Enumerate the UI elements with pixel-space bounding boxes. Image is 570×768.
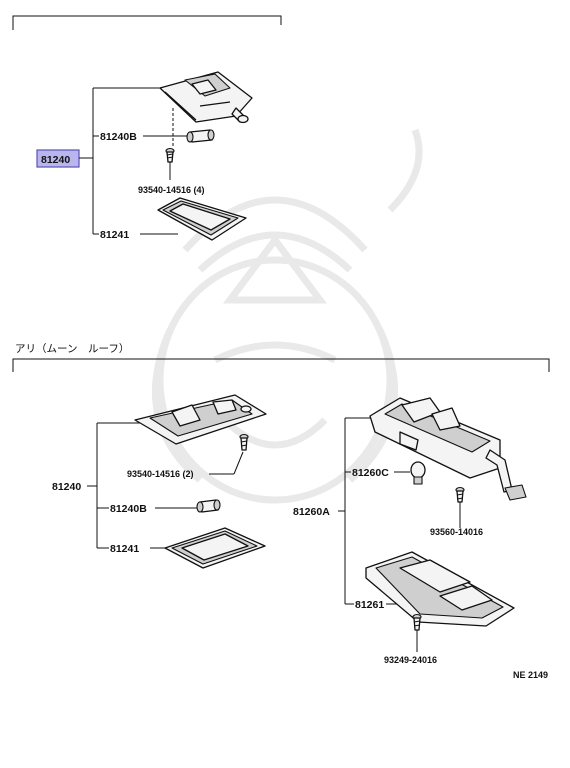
- lamp-housing-top[interactable]: [159, 71, 253, 124]
- part-number-81240B-top[interactable]: 81240B: [100, 131, 137, 143]
- part-number-81260A[interactable]: 81260A: [293, 506, 330, 518]
- part-number-93560-14016[interactable]: 93560-14016: [430, 527, 483, 537]
- screw-bottom-right-a[interactable]: [455, 486, 465, 503]
- part-number-81241-bottom[interactable]: 81241: [110, 543, 139, 555]
- lamp-housing-bottom-left[interactable]: [134, 394, 267, 445]
- part-number-93540-14516-top[interactable]: 93540-14516 (4): [138, 185, 205, 195]
- part-number-81240-top[interactable]: 81240: [41, 154, 70, 166]
- leader-line: [233, 451, 244, 475]
- diagram-code: NE 2149: [513, 670, 548, 680]
- part-number-81240B-bottom[interactable]: 81240B: [110, 503, 147, 515]
- part-number-81260C[interactable]: 81260C: [352, 467, 389, 479]
- section-bracket-top: [12, 15, 282, 30]
- part-number-93540-14516-bottom[interactable]: 93540-14516 (2): [127, 469, 194, 479]
- lens-bottom-left[interactable]: [164, 527, 266, 569]
- bulb-bottom-right[interactable]: [410, 461, 426, 485]
- lens-top[interactable]: [157, 197, 247, 241]
- screw-bottom-left[interactable]: [239, 433, 249, 451]
- screw-top[interactable]: [165, 147, 175, 163]
- part-number-93249-24016[interactable]: 93249-24016: [384, 655, 437, 665]
- part-number-81240-bottom[interactable]: 81240: [52, 481, 81, 493]
- part-number-81261[interactable]: 81261: [355, 599, 384, 611]
- section-bracket-bottom: [12, 358, 550, 372]
- cover-81261[interactable]: [365, 551, 515, 627]
- header-note: アリ（ムーン ルーフ）: [15, 343, 129, 355]
- lamp-housing-bottom-right[interactable]: [369, 397, 527, 501]
- screw-bottom-right-b[interactable]: [412, 613, 422, 631]
- part-number-81241-top[interactable]: 81241: [100, 229, 129, 241]
- watermark-logo: [151, 128, 423, 504]
- bulb-bottom-left[interactable]: [196, 499, 221, 513]
- bulb-top[interactable]: [186, 129, 215, 143]
